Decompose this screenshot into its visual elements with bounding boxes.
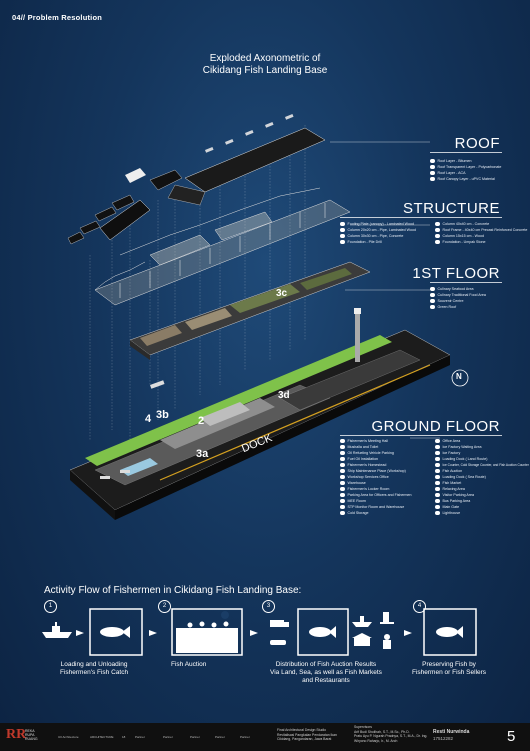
first-floor-heading: 1ST FLOOR	[412, 265, 500, 282]
structure-legend: Footing Plate (canopy) - Laminated Wood …	[340, 221, 527, 245]
title-line-1: Exploded Axonometric of	[209, 53, 321, 64]
fish-icon	[100, 626, 463, 638]
partner-logo: ARCHITECTURE	[90, 735, 114, 739]
first-floor-rule	[430, 282, 502, 283]
partner-logo: Partner	[190, 735, 200, 739]
step-number: 1	[44, 600, 57, 613]
structure-layer	[94, 187, 351, 306]
activity-title: Activity Flow of Fishermen in Cikidang F…	[44, 585, 302, 596]
partner-logo: UII Architecture	[58, 735, 79, 739]
step1-caption: Loading and Unloading Fishermen's Fish C…	[60, 661, 129, 676]
roof-legend-item: Roof Transparent Layer - Polycarbonate	[430, 164, 501, 170]
step3-caption: Distribution of Fish Auction Results Via…	[270, 661, 382, 684]
legend-bullet	[430, 170, 435, 176]
legend-bullet	[430, 158, 435, 164]
lighthouse	[355, 312, 360, 362]
roof-heading: ROOF	[454, 135, 500, 152]
label-4: 4	[145, 413, 152, 425]
leader-lines	[330, 141, 440, 439]
footer-bar: RR REKA RUPA RUANG UII Architecture ARCH…	[0, 723, 530, 751]
step1-box	[89, 608, 143, 656]
truck-icon	[270, 620, 289, 627]
structure-heading: STRUCTURE	[403, 200, 500, 217]
first-floor-legend: Culinary Seafood Area Culinary Tradition…	[430, 286, 486, 310]
arrow-right-icon	[76, 630, 412, 636]
label-3c: 3c	[276, 288, 288, 299]
ground-floor-layer	[69, 308, 451, 520]
step-number: 3	[262, 600, 275, 613]
seller-icon	[383, 634, 391, 649]
roof-legend: Roof Layer - Bitumen Roof Transparent La…	[430, 158, 501, 182]
dock-edge	[159, 364, 431, 481]
partner-logo: Partner	[135, 735, 145, 739]
step-number: 2	[158, 600, 171, 613]
student-id: 17512282	[433, 736, 454, 741]
brand-logo: RR	[6, 727, 27, 742]
activity-icons	[42, 608, 477, 656]
north-label: N	[456, 372, 462, 381]
ground-floor-heading: GROUND FLOOR	[371, 418, 500, 435]
axonometric-illustration	[67, 114, 469, 520]
step3-box	[297, 608, 349, 656]
partner-logo: Partner	[215, 735, 225, 739]
label-3d: 3d	[278, 390, 290, 401]
main-title: Exploded Axonometric of Cikidang Fish La…	[0, 53, 530, 77]
step4-box	[423, 608, 477, 656]
first-floor-layer	[129, 261, 371, 360]
step2-caption: Fish Auction	[171, 661, 207, 668]
structure-rule	[340, 217, 502, 218]
brand-subtitle: REKA RUPA RUANG	[25, 729, 38, 741]
page-number: 5	[507, 728, 516, 745]
roof-legend-item: Roof Canopy Layer - uPVC Material	[430, 176, 501, 182]
ground-floor-rule	[340, 435, 502, 436]
supervisor-info: Supervisors Arif Budi Sholihah, S.T., M.…	[354, 725, 428, 743]
step2-box	[171, 608, 243, 656]
north-arrow	[451, 369, 469, 387]
market-icon	[352, 633, 372, 646]
step4-caption: Preserving Fish by Fishermen or Fish Sel…	[412, 661, 487, 676]
roof-legend-item: Roof Layer - ACA	[430, 170, 501, 176]
label-3b: 3b	[156, 409, 169, 421]
student-name: Resti Nurwinda	[433, 729, 470, 735]
project-info: Final Architectural Design Studio Revita…	[277, 728, 337, 741]
label-2: 2	[198, 415, 205, 427]
label-3a: 3a	[196, 448, 209, 460]
boat-icon	[42, 622, 72, 638]
restaurant-icon	[380, 612, 394, 624]
roof-layer	[67, 114, 326, 245]
step-number: 4	[413, 600, 426, 613]
auction-crowd-icon	[176, 621, 238, 653]
partner-logo: 18	[122, 735, 126, 739]
person-icon	[221, 611, 229, 619]
ship-icon	[352, 616, 372, 627]
roof-rule	[430, 152, 502, 153]
legend-bullet	[430, 164, 435, 170]
title-line-2: Cikidang Fish Landing Base	[202, 65, 328, 76]
car-icon	[270, 640, 286, 645]
partner-logo: Partner	[163, 735, 173, 739]
roof-legend-item: Roof Layer - Bitumen	[430, 158, 501, 164]
legend-bullet	[430, 176, 435, 182]
section-label: 04// Problem Resolution	[12, 13, 103, 22]
ground-floor-legend: Fishermen's Meeting Hall Office Area Mus…	[340, 438, 529, 516]
partner-logo: Partner	[240, 735, 250, 739]
